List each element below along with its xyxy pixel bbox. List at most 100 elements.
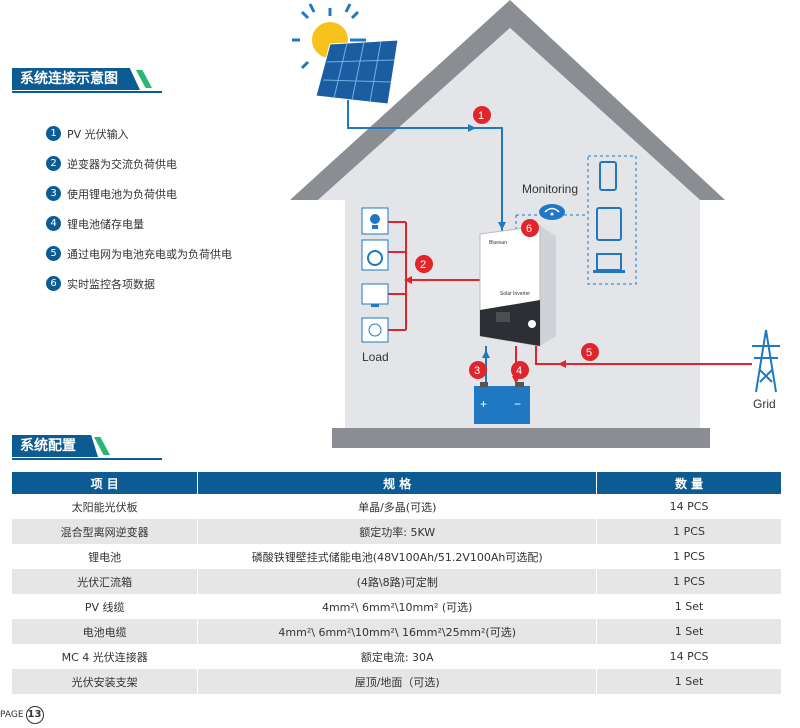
cell-qty: 1 PCS — [596, 544, 782, 569]
monitoring-box — [587, 155, 637, 285]
list-item: 3 使用锂电池为负荷供电 — [46, 186, 232, 201]
cell-qty: 1 Set — [596, 669, 782, 694]
grid-arrow-left — [558, 360, 566, 368]
inverter-brand: Solar Inverter — [500, 291, 530, 297]
step-text: 锂电池储存电量 — [67, 217, 144, 231]
svg-text:−: − — [514, 397, 521, 411]
inverter-icon: Bluesun Solar Inverter — [479, 225, 556, 347]
grid-label: Grid — [753, 397, 776, 411]
table-row: 太阳能光伏板单晶/多晶(可选)14 PCS — [12, 494, 782, 519]
section-underline — [12, 91, 162, 93]
svg-text:5: 5 — [586, 347, 592, 359]
cell-spec: 4mm²\ 6mm²\10mm²\ 16mm²\25mm²(可选) — [197, 619, 598, 644]
header-qty: 数 量 — [596, 472, 782, 494]
cell-item: 太阳能光伏板 — [12, 494, 199, 519]
cell-spec: 额定电流: 30A — [197, 644, 598, 669]
socket-icon — [361, 317, 389, 343]
list-item: 2 逆变器为交流负荷供电 — [46, 156, 232, 171]
marker-2: 2 — [415, 255, 433, 273]
step-number: 5 — [46, 246, 61, 261]
section-title-diagram-label: 系统连接示意图 — [12, 68, 140, 90]
table-row: 光伏安装支架屋顶/地面（可选)1 Set — [12, 669, 782, 694]
step-number: 2 — [46, 156, 61, 171]
marker-3: 3 — [469, 361, 487, 379]
house-roof — [290, 0, 725, 200]
cell-item: 光伏汇流箱 — [12, 569, 199, 594]
cell-spec: 单晶/多晶(可选) — [197, 494, 598, 519]
section-underline — [12, 458, 162, 460]
page-number: PAGE 13 — [0, 706, 44, 724]
header-item: 项 目 — [12, 472, 199, 494]
step-text: 实时监控各项数据 — [67, 277, 155, 291]
phone-icon — [599, 161, 617, 191]
list-item: 6 实时监控各项数据 — [46, 276, 232, 291]
table-header-row: 项 目 规 格 数 量 — [12, 472, 782, 494]
list-item: 1 PV 光伏输入 — [46, 126, 232, 141]
system-connection-diagram: Monitoring Load Bluesun Solar Inverter +… — [290, 0, 780, 448]
cell-item: PV 线缆 — [12, 594, 199, 619]
svg-text:1: 1 — [478, 110, 484, 122]
solar-panel-icon — [315, 39, 399, 105]
step-text: 通过电网为电池充电或为负荷供电 — [67, 247, 232, 261]
cell-spec: 额定功率: 5KW — [197, 519, 598, 544]
cell-item: 光伏安装支架 — [12, 669, 199, 694]
svg-text:+: + — [480, 397, 487, 411]
step-number: 3 — [46, 186, 61, 201]
cell-spec: (4路\8路)可定制 — [197, 569, 598, 594]
section-title-config: 系统配置 — [12, 435, 162, 460]
load-label: Load — [362, 350, 389, 364]
cell-spec: 屋顶/地面（可选) — [197, 669, 598, 694]
svg-text:2: 2 — [420, 259, 426, 271]
pv-arrow-right — [468, 124, 476, 132]
battery-arrow-up — [482, 350, 490, 358]
marker-4: 4 — [511, 361, 529, 379]
laptop-icon — [593, 253, 625, 273]
step-text: 使用锂电池为负荷供电 — [67, 187, 177, 201]
load-arrow-left — [404, 276, 412, 284]
grid-line — [535, 346, 752, 365]
cell-qty: 1 PCS — [596, 519, 782, 544]
monitoring-label: Monitoring — [522, 182, 578, 196]
step-number: 1 — [46, 126, 61, 141]
step-number: 4 — [46, 216, 61, 231]
step-list: 1 PV 光伏输入 2 逆变器为交流负荷供电 3 使用锂电池为负荷供电 4 锂电池储存电… — [46, 126, 232, 306]
monitor-icon — [361, 283, 389, 307]
cell-qty: 1 PCS — [596, 569, 782, 594]
section-title-config-label: 系统配置 — [12, 435, 98, 457]
svg-text:3: 3 — [474, 365, 480, 377]
list-item: 5 通过电网为电池充电或为负荷供电 — [46, 246, 232, 261]
table-row: 锂电池磷酸铁锂壁挂式储能电池(48V100Ah/51.2V100Ah可选配)1 … — [12, 544, 782, 569]
cell-qty: 1 Set — [596, 619, 782, 644]
section-title-diagram: 系统连接示意图 — [12, 68, 162, 93]
bulb-icon — [361, 207, 389, 235]
config-table: 项 目 规 格 数 量 太阳能光伏板单晶/多晶(可选)14 PCS 混合型离网逆… — [12, 472, 782, 694]
marker-6: 6 — [521, 219, 539, 237]
cell-qty: 14 PCS — [596, 494, 782, 519]
pv-arrow-down — [498, 222, 506, 230]
house-base — [332, 428, 710, 448]
svg-text:Bluesun: Bluesun — [489, 240, 507, 246]
marker-5: 5 — [581, 343, 599, 361]
list-item: 4 锂电池储存电量 — [46, 216, 232, 231]
step-text: PV 光伏输入 — [67, 127, 129, 141]
cell-spec: 磷酸铁锂壁挂式储能电池(48V100Ah/51.2V100Ah可选配) — [197, 544, 598, 569]
cell-item: 电池电缆 — [12, 619, 199, 644]
cell-spec: 4mm²\ 6mm²\10mm² (可选) — [197, 594, 598, 619]
svg-text:4: 4 — [516, 365, 522, 377]
page-number-value: 13 — [25, 706, 44, 724]
tablet-icon — [596, 207, 622, 241]
step-text: 逆变器为交流负荷供电 — [67, 157, 177, 171]
grid-tower-icon — [752, 329, 780, 393]
cell-qty: 14 PCS — [596, 644, 782, 669]
cell-item: 混合型离网逆变器 — [12, 519, 199, 544]
header-spec: 规 格 — [197, 472, 598, 494]
svg-text:6: 6 — [526, 223, 532, 235]
washer-icon — [361, 239, 389, 271]
marker-1: 1 — [473, 106, 491, 124]
step-number: 6 — [46, 276, 61, 291]
